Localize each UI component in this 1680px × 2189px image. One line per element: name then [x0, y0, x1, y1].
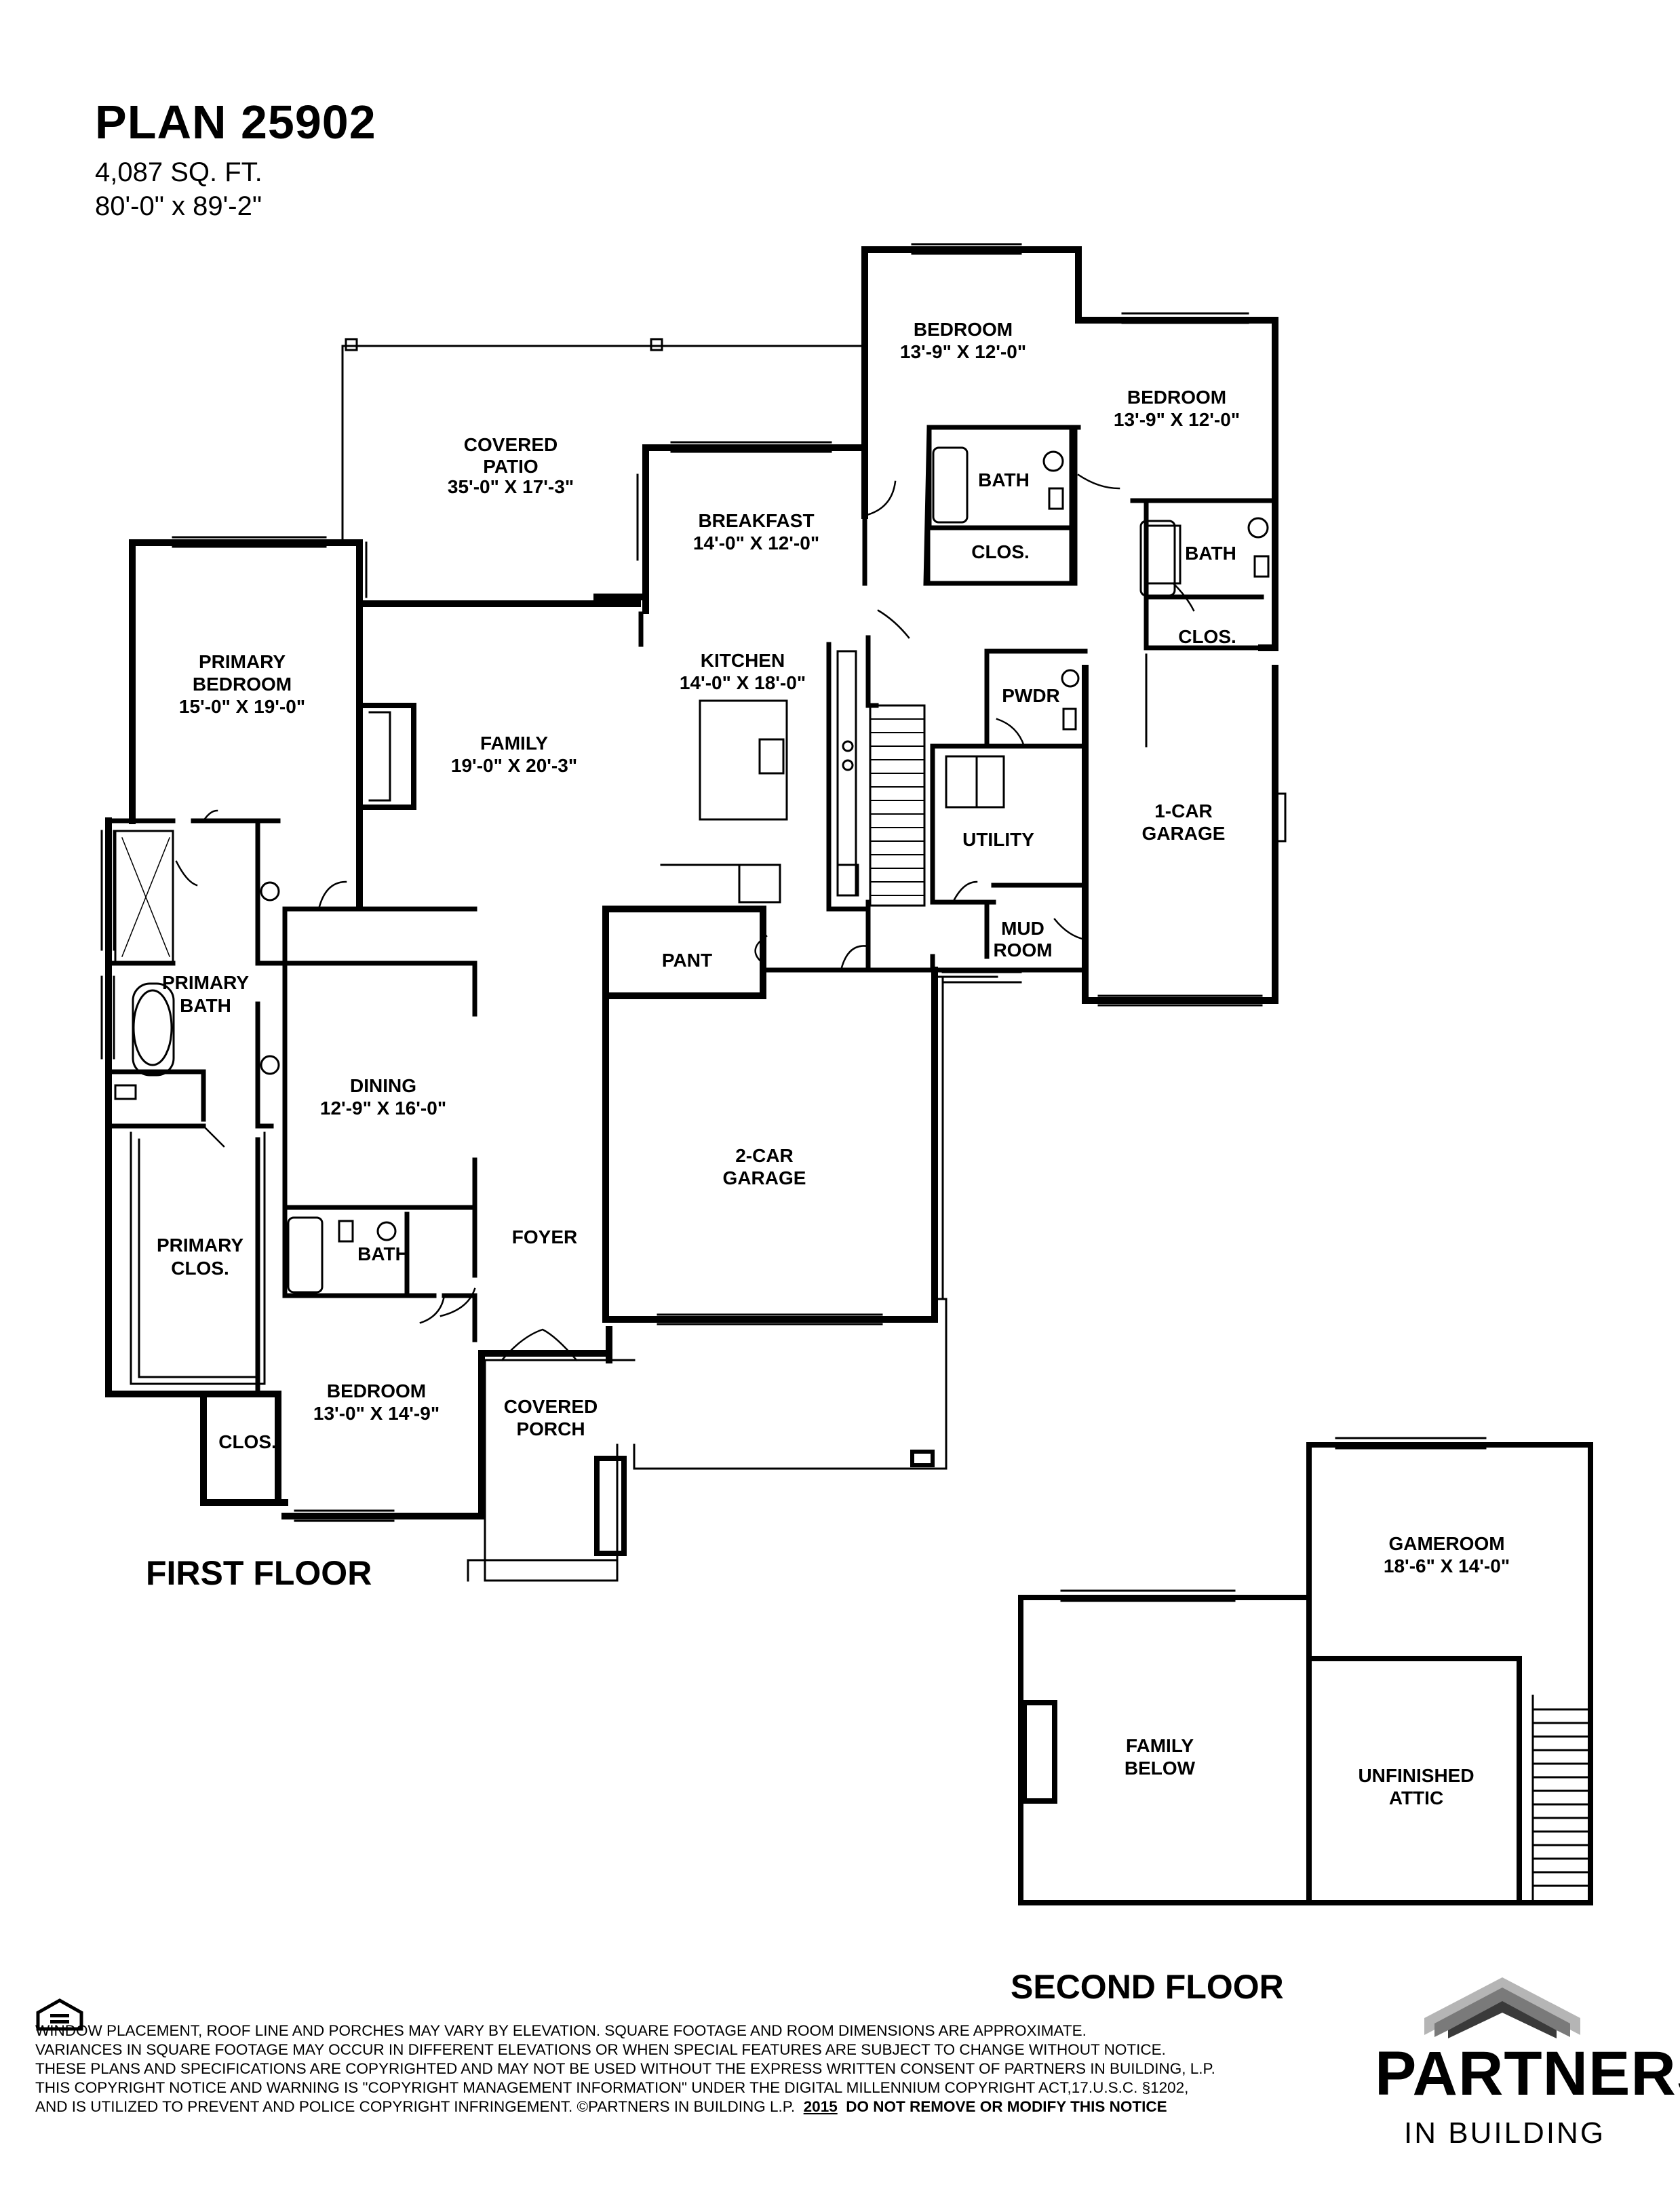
second-floor-details	[1060, 1437, 1592, 1904]
room-name: ATTIC	[1389, 1787, 1443, 1808]
room-name: PRIMARY	[157, 1235, 243, 1256]
room-name: FOYER	[512, 1226, 577, 1247]
room-name: CLOS.	[971, 541, 1030, 562]
room-name: 1-CAR	[1154, 800, 1213, 821]
room-name: PORCH	[516, 1418, 585, 1439]
disclaimer-line: VARIANCES IN SQUARE FOOTAGE MAY OCCUR IN…	[35, 2041, 1166, 2058]
room-name: BATH	[180, 995, 231, 1016]
thin-lines	[114, 345, 1287, 1582]
exterior-walls	[105, 246, 1278, 1519]
room-name: BEDROOM	[914, 319, 1013, 340]
square-footage: 4,087 SQ. FT.	[95, 157, 262, 187]
room-size: 12'-9" X 16'-0"	[320, 1098, 446, 1119]
room-name: COVERED	[464, 434, 558, 455]
room-name: FAMILY	[1126, 1735, 1194, 1756]
equal-housing-opportunity-icon	[34, 1998, 85, 2032]
disclaimer-line: THIS COPYRIGHT NOTICE AND WARNING IS "CO…	[35, 2079, 1189, 2096]
room-name: 2-CAR	[735, 1145, 794, 1166]
room-name: MUD	[1001, 918, 1044, 939]
room-name: PWDR	[1002, 685, 1060, 706]
fireplace	[357, 703, 416, 810]
room-size: 18'-6" X 14'-0"	[1384, 1555, 1510, 1576]
room-labels: BEDROOM 13'-9" X 12'-0" BEDROOM 13'-9" X…	[157, 319, 1510, 1808]
room-name: BREAKFAST	[698, 510, 814, 531]
room-name: CLOS.	[171, 1258, 229, 1279]
overall-dimensions: 80'-0" x 89'-2"	[95, 191, 262, 221]
room-name: PANT	[662, 950, 712, 971]
room-name: FAMILY	[480, 733, 548, 754]
second-floor-label: SECOND FLOOR	[1011, 1968, 1284, 2006]
patio-post	[345, 338, 358, 351]
room-size: 13'-0" X 14'-9"	[313, 1403, 439, 1424]
room-name: DINING	[350, 1075, 416, 1096]
second-floor-walls	[1018, 1442, 1593, 1905]
disclaimer-line: THESE PLANS AND SPECIFICATIONS ARE COPYR…	[35, 2060, 1215, 2077]
room-name: BATH	[1185, 543, 1236, 564]
room-size: 35'-0" X 17'-3"	[448, 476, 574, 497]
room-name: GARAGE	[723, 1167, 806, 1188]
room-name: BEDROOM	[327, 1380, 426, 1401]
room-name: CLOS.	[1178, 626, 1236, 647]
room-name: PRIMARY	[162, 972, 249, 993]
room-size: 13'-9" X 12'-0"	[900, 341, 1026, 362]
room-name: GARAGE	[1142, 823, 1226, 844]
disclaimer-line: AND IS UTILIZED TO PREVENT AND POLICE CO…	[35, 2097, 1351, 2116]
room-size: 14'-0" X 18'-0"	[680, 672, 806, 693]
interior-walls	[106, 425, 1278, 1397]
plan-title: PLAN 25902	[95, 96, 376, 149]
room-size: 14'-0" X 12'-0"	[693, 532, 819, 554]
room-name: UNFINISHED	[1358, 1765, 1474, 1786]
window-marks	[100, 243, 1263, 1522]
logo-tagline: IN BUILDING	[1404, 2116, 1606, 2150]
garage-post	[910, 1450, 935, 1467]
room-size: 15'-0" X 19'-0"	[179, 696, 305, 717]
room-name: KITCHEN	[701, 650, 785, 671]
room-size: 13'-9" X 12'-0"	[1114, 409, 1240, 430]
room-name: BEDROOM	[1127, 387, 1226, 408]
patio-post	[650, 338, 663, 351]
room-name: GAMEROOM	[1388, 1533, 1504, 1554]
first-floor-label: FIRST FLOOR	[146, 1554, 372, 1592]
disclaimer-line: WINDOW PLACEMENT, ROOF LINE AND PORCHES …	[35, 2022, 1087, 2039]
stair-first-floor	[869, 704, 926, 907]
room-name: COVERED	[504, 1396, 598, 1417]
room-name: BATH	[978, 469, 1030, 490]
porch-column	[594, 1456, 627, 1556]
room-name: UTILITY	[962, 829, 1034, 850]
room-name: BELOW	[1125, 1758, 1196, 1779]
logo-wordmark: PARTNERS	[1375, 2039, 1680, 2108]
fixtures	[114, 446, 1270, 1294]
disclaimer: WINDOW PLACEMENT, ROOF LINE AND PORCHES …	[35, 2021, 1351, 2116]
room-name: BEDROOM	[193, 674, 292, 695]
disclaimer-copyright: AND IS UTILIZED TO PREVENT AND POLICE CO…	[35, 2098, 796, 2115]
room-name: CLOS.	[218, 1431, 277, 1452]
room-name: BATH	[357, 1243, 409, 1264]
room-size: 19'-0" X 20'-3"	[451, 755, 577, 776]
room-name: PATIO	[483, 456, 538, 477]
room-name: ROOM	[993, 939, 1052, 961]
roof-chevron-icon	[1418, 1971, 1587, 2038]
copyright-year: 2015	[803, 2098, 838, 2115]
room-name: PRIMARY	[199, 651, 286, 672]
disclaimer-warning: DO NOT REMOVE OR MODIFY THIS NOTICE	[846, 2098, 1167, 2115]
